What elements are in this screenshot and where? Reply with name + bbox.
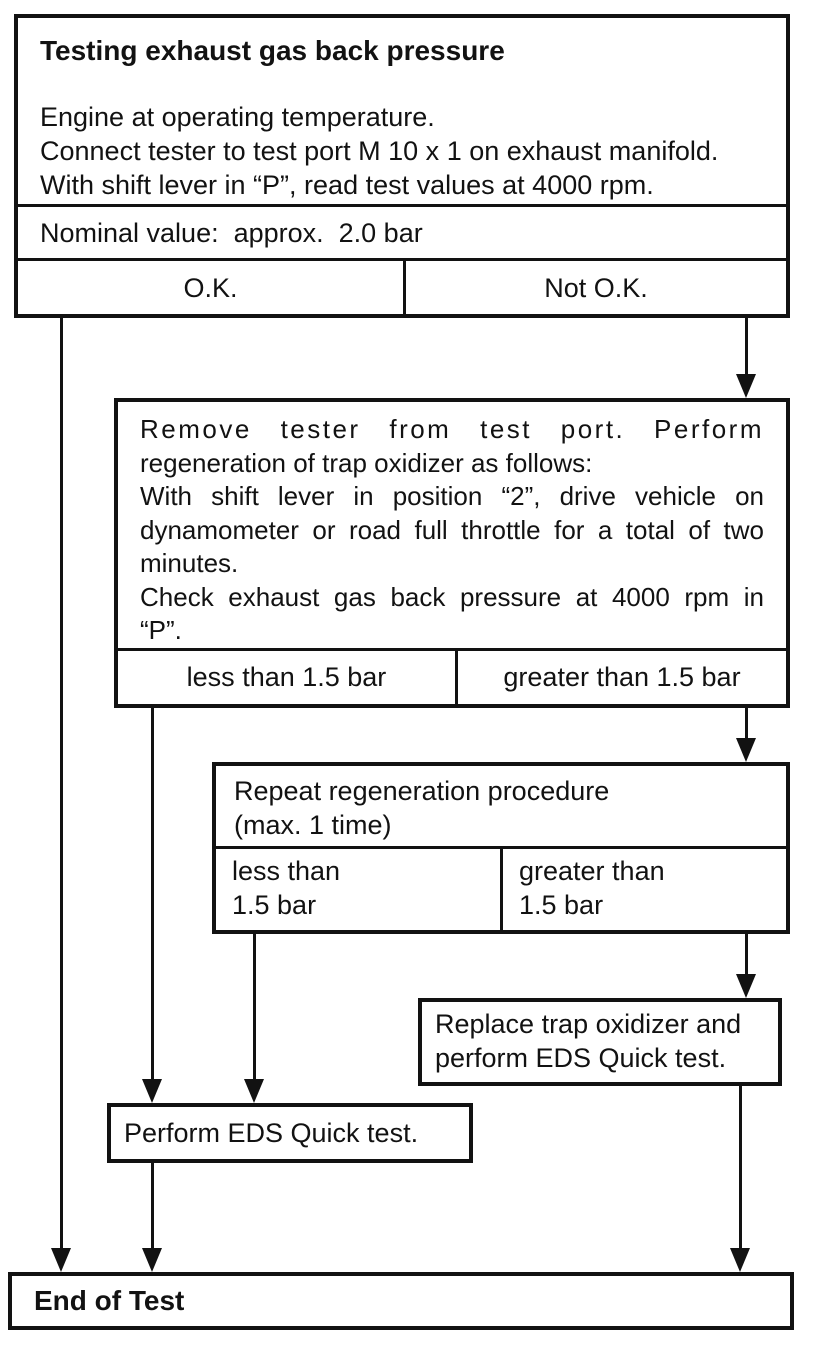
nominal-value-text: Nominal value: approx. 2.0 bar — [40, 217, 423, 248]
regen-line: dynamometer or road full throttle for a … — [140, 514, 764, 545]
instruction-line: Connect tester to test port M 10 x 1 on … — [40, 136, 719, 166]
regen-line: “P”. — [140, 615, 182, 645]
test-instructions: Testing exhaust gas back pressure Engine… — [18, 18, 786, 204]
repeat-line: Repeat regeneration procedure — [234, 776, 610, 806]
arrowhead-ok-to-end — [51, 1248, 71, 1272]
connector-ok-to-end — [60, 318, 63, 1248]
connector-repeat-less-to-eds — [253, 934, 256, 1079]
repeat-regeneration-box: Repeat regeneration procedure (max. 1 ti… — [212, 762, 790, 934]
greater-than-label-line: 1.5 bar — [519, 890, 604, 920]
repeat-line: (max. 1 time) — [234, 810, 392, 840]
greater-than-cell: greater than 1.5 bar — [458, 651, 786, 705]
arrowhead-notok-to-regeneration — [736, 374, 756, 398]
flowchart-title: Testing exhaust gas back pressure — [40, 35, 505, 66]
connector-notok-to-regeneration — [745, 318, 748, 374]
arrowhead-repeat-less-to-eds — [244, 1079, 264, 1103]
regeneration-box: Remove tester from test port. Perform re… — [114, 398, 790, 708]
not-ok-cell: Not O.K. — [406, 261, 786, 314]
ok-cell: O.K. — [18, 261, 406, 314]
instruction-line: Engine at operating temperature. — [40, 102, 435, 132]
regen-line: Remove tester from test port. Perform — [140, 414, 764, 444]
arrowhead-eds-to-end — [142, 1248, 162, 1272]
nominal-value-row: Nominal value: approx. 2.0 bar — [18, 204, 786, 258]
not-ok-label: Not O.K. — [544, 272, 648, 303]
less-than-label-line: less than — [232, 856, 341, 886]
arrowhead-replace-to-end — [730, 1248, 750, 1272]
result-row: O.K. Not O.K. — [18, 258, 786, 314]
arrowhead-repeat-greater-to-replace — [736, 974, 756, 998]
connector-repeat-greater-to-replace — [745, 934, 748, 974]
less-than-label: less than 1.5 bar — [186, 662, 387, 693]
connector-less-to-eds — [151, 708, 154, 1079]
ok-label: O.K. — [183, 272, 238, 303]
connector-greater-to-repeat — [745, 708, 748, 738]
regen-result-row: less than 1.5 bar greater than 1.5 bar — [118, 647, 786, 705]
regen-line: minutes. — [140, 548, 239, 578]
repeat-instructions: Repeat regeneration procedure (max. 1 ti… — [216, 766, 786, 846]
arrowhead-less-to-eds — [142, 1079, 162, 1103]
greater-than-label-line: greater than — [519, 856, 665, 886]
replace-line: perform EDS Quick test. — [435, 1043, 727, 1073]
connector-replace-to-end — [739, 1086, 742, 1248]
end-of-test-box: End of Test — [8, 1272, 794, 1330]
less-than-cell: less than 1.5 bar — [216, 849, 503, 930]
regen-line: Check exhaust gas back pressure at 4000 … — [140, 581, 764, 612]
eds-quick-test-label: Perform EDS Quick test. — [124, 1118, 419, 1148]
regeneration-instructions: Remove tester from test port. Perform re… — [118, 402, 786, 648]
replace-oxidizer-box: Replace trap oxidizer and perform EDS Qu… — [418, 998, 782, 1086]
regen-line: With shift lever in position “2”, drive … — [140, 481, 764, 511]
connector-eds-to-end — [151, 1163, 154, 1248]
regen-line: regeneration of trap oxidizer as follows… — [140, 447, 593, 478]
end-of-test-label: End of Test — [34, 1285, 185, 1316]
eds-quick-test-box: Perform EDS Quick test. — [107, 1103, 473, 1163]
less-than-cell: less than 1.5 bar — [118, 650, 458, 704]
repeat-result-row: less than 1.5 bar greater than 1.5 bar — [216, 846, 786, 930]
greater-than-label: greater than 1.5 bar — [503, 662, 741, 693]
arrowhead-greater-to-repeat — [736, 738, 756, 762]
less-than-label-line: 1.5 bar — [232, 890, 317, 920]
instruction-line: With shift lever in “P”, read test value… — [40, 170, 654, 200]
replace-line: Replace trap oxidizer and — [435, 1009, 742, 1039]
greater-than-cell: greater than 1.5 bar — [503, 849, 786, 930]
test-header-box: Testing exhaust gas back pressure Engine… — [14, 14, 790, 318]
